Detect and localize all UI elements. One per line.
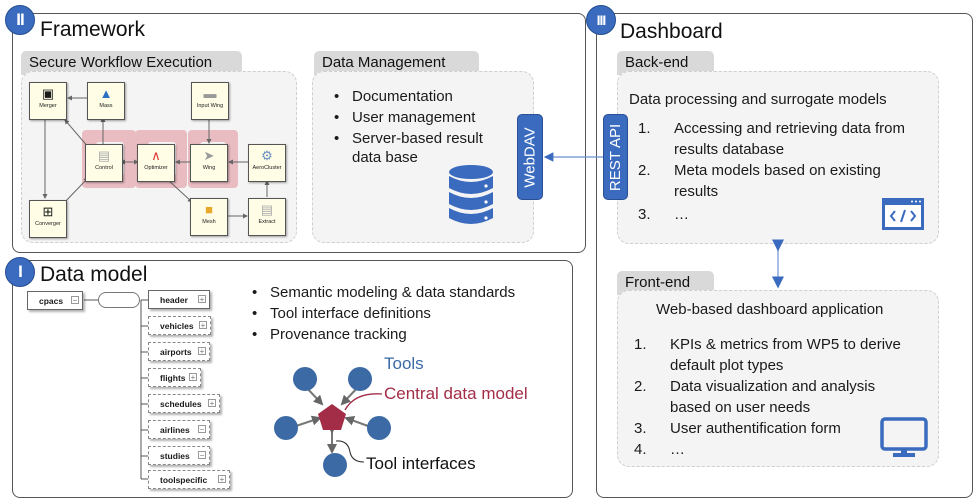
- framework-title: Framework: [40, 18, 146, 41]
- expand-icon[interactable]: +: [208, 399, 216, 408]
- schema-node-airports[interactable]: airports+: [148, 342, 210, 361]
- list-item: Documentation: [330, 86, 483, 107]
- list-item: 3.User authentification form: [634, 420, 841, 437]
- list-item-continuation: results: [674, 183, 719, 200]
- database-icon: [449, 165, 493, 224]
- tool-node: [293, 367, 317, 391]
- webdav-tag[interactable]: WebDAV: [517, 114, 543, 200]
- expand-icon[interactable]: +: [218, 475, 226, 484]
- dashboard-badge: III: [586, 5, 616, 35]
- schema-node-vehicles[interactable]: vehicles+: [148, 316, 211, 335]
- list-item: Tool interface definitions: [248, 303, 515, 324]
- workflow-node-mesh[interactable]: ■ Mesh: [190, 198, 228, 236]
- monitor-icon: [880, 417, 928, 457]
- tool-node: [367, 416, 391, 440]
- central-data-model-label: Central data model: [384, 384, 528, 403]
- gears-icon: ⚙: [261, 148, 273, 163]
- list-item: Provenance tracking: [248, 324, 515, 345]
- workflow-node-mass[interactable]: ▲ Mass: [87, 82, 125, 120]
- tool-node: [348, 367, 372, 391]
- workflow-node-extract[interactable]: ▤ Extract: [248, 198, 286, 236]
- list-item: 2.Data visualization and analysis: [634, 378, 876, 395]
- weight-icon: ▲: [99, 86, 113, 101]
- rest-api-tag[interactable]: REST API: [603, 114, 628, 200]
- data-model-title: Data model: [40, 263, 148, 286]
- list-item: 4.…: [634, 441, 685, 458]
- list-item: 2.Meta models based on existing: [638, 162, 881, 179]
- workflow-node-converger[interactable]: ⊞ Converger: [29, 200, 67, 238]
- list-item: 1.KPIs & metrics from WP5 to derive: [634, 336, 901, 353]
- expand-icon[interactable]: +: [199, 321, 207, 330]
- collapse-icon[interactable]: −: [198, 425, 206, 434]
- list-item-continuation: results database: [674, 141, 785, 158]
- workflow-node-merger[interactable]: ▣ Merger: [29, 82, 67, 120]
- list-item-continuation: default plot types: [670, 357, 784, 374]
- collapse-icon[interactable]: −: [71, 296, 79, 305]
- frontend-heading: Web-based dashboard application: [656, 301, 884, 318]
- expand-icon[interactable]: +: [198, 347, 206, 356]
- chart-curve-icon: ∧: [151, 148, 161, 163]
- schema-node-airlines[interactable]: airlines−: [148, 420, 210, 439]
- frontend-list: 1.KPIs & metrics from WP5 to derive defa…: [634, 334, 901, 460]
- script-icon: ▤: [97, 148, 111, 163]
- paper-plane-icon: ➤: [203, 148, 215, 163]
- tool-node: [323, 453, 347, 477]
- schema-node-studies[interactable]: studies−: [148, 446, 210, 465]
- tools-label: Tools: [384, 354, 424, 373]
- data-model-badge: I: [5, 257, 35, 287]
- merger-icon: ▣: [41, 86, 55, 101]
- list-item-continuation: based on user needs: [670, 399, 811, 416]
- cube-icon: ■: [205, 202, 213, 217]
- list-item: User management: [330, 107, 483, 128]
- collapse-icon[interactable]: −: [198, 451, 206, 460]
- schema-node-schedules[interactable]: schedules+: [148, 394, 220, 413]
- schema-node-flights[interactable]: flights+: [148, 368, 201, 387]
- framework-badge: II: [5, 5, 35, 35]
- keyboard-icon: ▬: [203, 86, 217, 101]
- converger-icon: ⊞: [42, 204, 54, 219]
- code-window-icon: [882, 198, 924, 230]
- workflow-node-aerocluster[interactable]: ⚙ AeroCluster: [248, 144, 286, 182]
- workflow-node-wing[interactable]: ➤ Wing: [190, 144, 228, 182]
- tool-node: [274, 416, 298, 440]
- list-item: Semantic modeling & data standards: [248, 282, 515, 303]
- expand-icon[interactable]: +: [198, 295, 206, 304]
- data-management-list: Documentation User management Server-bas…: [330, 86, 483, 149]
- schema-node-cpacs[interactable]: cpacs −: [27, 291, 83, 310]
- expand-icon[interactable]: +: [189, 373, 197, 382]
- workflow-node-input-wing[interactable]: ▬ Input Wing: [191, 82, 229, 120]
- list-item: 1.Accessing and retrieving data from: [638, 120, 905, 137]
- list-item: Server-based result: [330, 128, 483, 149]
- tool-interfaces-label: Tool interfaces: [366, 454, 476, 473]
- dashboard-title: Dashboard: [620, 20, 723, 43]
- script-icon: ▤: [260, 202, 274, 217]
- schema-node-toolspecific[interactable]: toolspecific+: [148, 470, 230, 489]
- list-item: 3.…: [638, 206, 689, 223]
- schema-node-header[interactable]: header+: [148, 290, 210, 309]
- central-data-model-icon: [318, 404, 346, 430]
- workflow-node-optimizer[interactable]: ∧ Optimizer: [137, 144, 175, 182]
- data-management-continuation: data base: [352, 149, 418, 166]
- frontend-box: [617, 290, 939, 467]
- workflow-node-control[interactable]: ▤ Control: [85, 144, 123, 182]
- data-model-list: Semantic modeling & data standards Tool …: [248, 282, 515, 345]
- backend-list: 1.Accessing and retrieving data from res…: [638, 118, 905, 225]
- sequence-compositor-icon[interactable]: [98, 292, 140, 308]
- backend-heading: Data processing and surrogate models: [629, 91, 887, 108]
